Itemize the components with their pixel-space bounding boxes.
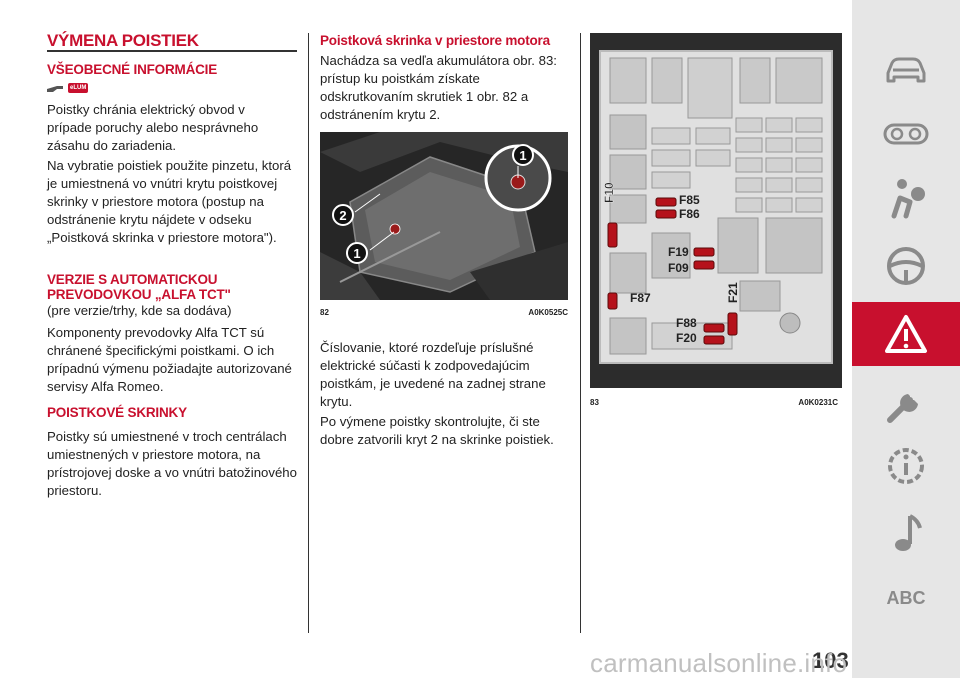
figure-82-image: 1 2 1 [320, 132, 568, 300]
engine-bay-illustration [320, 132, 568, 300]
tct-note: (pre verzie/trhy, kde sa dodáva) [47, 303, 232, 318]
figure-82-number: 82 [320, 308, 329, 317]
sidebar-item-emergency[interactable] [852, 302, 960, 366]
figure-83-caption: 83 A0K0231C [590, 398, 838, 407]
chapter-title: VÝMENA POISTIEK [47, 31, 199, 50]
paragraph-tweezers: Na vybratie poistiek použite pinzetu, kt… [47, 158, 292, 245]
sidebar-item-multimedia[interactable] [852, 500, 960, 564]
callout-2: 2 [332, 204, 354, 226]
sidebar-item-index[interactable]: ABC [852, 566, 960, 630]
sidebar-item-instruments[interactable] [852, 102, 960, 166]
car-icon [886, 57, 926, 83]
wrench-icon [887, 394, 918, 423]
sidebar-item-driving[interactable] [852, 234, 960, 298]
fuse-label-f19: F19 [668, 245, 689, 259]
boxes-heading: POISTKOVÉ SKRINKY [47, 405, 187, 420]
sidebar-item-maintenance[interactable] [852, 372, 960, 436]
paragraph-fuse-protect: Poistky chránia elektrický obvod v prípa… [47, 102, 259, 153]
chapter-rule [47, 50, 297, 52]
music-note-icon [895, 514, 922, 551]
sidebar-item-technical-data[interactable] [852, 434, 960, 498]
watermark: carmanualsonline.info [590, 648, 848, 678]
tct-heading-line2: PREVODOVKOU „ALFA TCT" [47, 287, 231, 302]
steering-wheel-icon [887, 247, 925, 285]
paragraph-numbering: Číslovanie, ktoré rozdeľuje príslušné el… [320, 340, 546, 409]
fuse-label-f20: F20 [676, 331, 697, 345]
sidebar-item-car[interactable] [852, 38, 960, 102]
callout-1-main: 1 [346, 242, 368, 264]
fusebox-diagram [590, 33, 842, 388]
figure-83-image: F10 F85 F86 F19 F09 F87 F21 F88 F20 [590, 33, 842, 388]
column-divider-2 [580, 33, 581, 633]
fuse-label-f86: F86 [679, 207, 700, 221]
airbag-person-icon [891, 179, 925, 219]
general-heading: VŠEOBECNÉ INFORMÁCIE [47, 62, 218, 77]
paragraph-fuse-boxes: Poistky sú umiestnené v troch centrálach… [47, 429, 297, 498]
figure-83-number: 83 [590, 398, 599, 407]
figure-82-code: A0K0525C [528, 308, 568, 317]
fuse-label-f10: F10 [602, 182, 616, 203]
abc-index-label: ABC [886, 587, 926, 608]
elum-row: eLUM [47, 83, 89, 93]
elum-badge: eLUM [68, 83, 89, 93]
callout-1-inset: 1 [512, 144, 534, 166]
fuse-label-f09: F09 [668, 261, 689, 275]
paragraph-tct: Komponenty prevodovky Alfa TCT sú chráne… [47, 325, 292, 394]
engine-fusebox-heading: Poistková skrinka v priestore motora [320, 33, 550, 48]
column-divider-1 [308, 33, 309, 633]
fuse-label-f85: F85 [679, 193, 700, 207]
paragraph-location: Nachádza sa vedľa akumulátora obr. 83: p… [320, 53, 557, 122]
figure-83-code: A0K0231C [798, 398, 838, 407]
info-gear-icon [888, 448, 924, 484]
instrument-cluster-icon [883, 123, 929, 145]
hand-icon [47, 86, 63, 92]
fuse-label-f88: F88 [676, 316, 697, 330]
chapter-sidebar: ABC [852, 0, 960, 678]
fuse-label-f87: F87 [630, 291, 651, 305]
paragraph-close-cover: Po výmene poistky skontrolujte, či ste d… [320, 414, 554, 447]
page-number: 103 [812, 648, 849, 673]
warning-triangle-icon [885, 315, 927, 353]
tct-heading-line1: VERZIE S AUTOMATICKOU [47, 272, 218, 287]
figure-82-caption: 82 A0K0525C [320, 308, 568, 317]
fuse-label-f21: F21 [726, 282, 740, 303]
sidebar-item-safety[interactable] [852, 166, 960, 230]
